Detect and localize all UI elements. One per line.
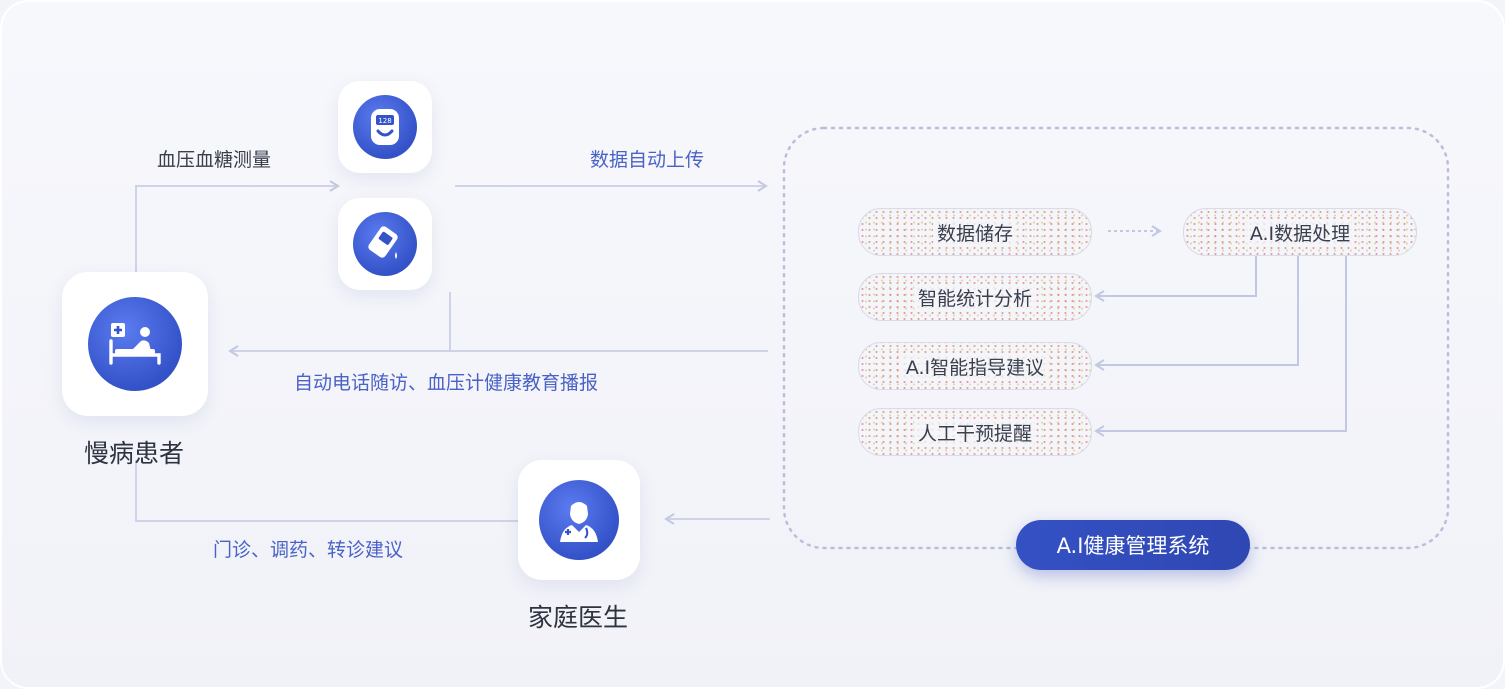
- edge-label-advice: 门诊、调药、转诊建议: [213, 539, 404, 561]
- bp-meter-card: 128: [338, 81, 432, 173]
- edge-label-measure: 血压血糖测量: [157, 149, 272, 171]
- patient-label: 慢病患者: [84, 439, 185, 468]
- bp-meter-circle: 128: [353, 95, 417, 159]
- patient-circle: [88, 297, 182, 391]
- doctor-label: 家庭医生: [528, 603, 629, 632]
- hospital-bed-icon: [109, 323, 161, 365]
- ai-system-boundary: [782, 126, 1450, 550]
- bp-reading: 128: [378, 117, 391, 125]
- node-statistics: 智能统计分析: [858, 273, 1092, 321]
- node-ai-guidance: A.I智能指导建议: [858, 342, 1092, 390]
- node-ai-guidance-label: A.I智能指导建议: [901, 352, 1049, 380]
- glucose-meter-icon: [368, 226, 398, 259]
- edge-label-upload: 数据自动上传: [590, 149, 705, 171]
- node-storage: 数据储存: [858, 208, 1092, 256]
- blood-pressure-monitor-icon: 128: [371, 109, 399, 145]
- edge-followup: [228, 292, 451, 357]
- doctor-icon: [560, 502, 598, 542]
- node-statistics-label: 智能统计分析: [913, 283, 1036, 311]
- patient-card: [62, 272, 208, 416]
- node-storage-label: 数据储存: [932, 218, 1017, 246]
- ai-system-title: A.I健康管理系统: [1016, 520, 1250, 570]
- edge-label-followup: 自动电话随访、血压计健康教育播报: [294, 372, 599, 394]
- node-ai-processing-label: A.I数据处理: [1245, 218, 1355, 246]
- ai-system-title-label: A.I健康管理系统: [1056, 534, 1210, 558]
- edge-advice: [135, 460, 518, 522]
- doctor-circle: [539, 480, 619, 560]
- node-manual-reminder: 人工干预提醒: [858, 408, 1092, 456]
- doctor-card: [518, 460, 640, 580]
- node-ai-processing: A.I数据处理: [1183, 208, 1417, 256]
- node-manual-reminder-label: 人工干预提醒: [913, 418, 1036, 446]
- edge-measure: [135, 180, 340, 272]
- glucose-meter-card: [338, 198, 432, 290]
- glucose-meter-circle: [353, 212, 417, 276]
